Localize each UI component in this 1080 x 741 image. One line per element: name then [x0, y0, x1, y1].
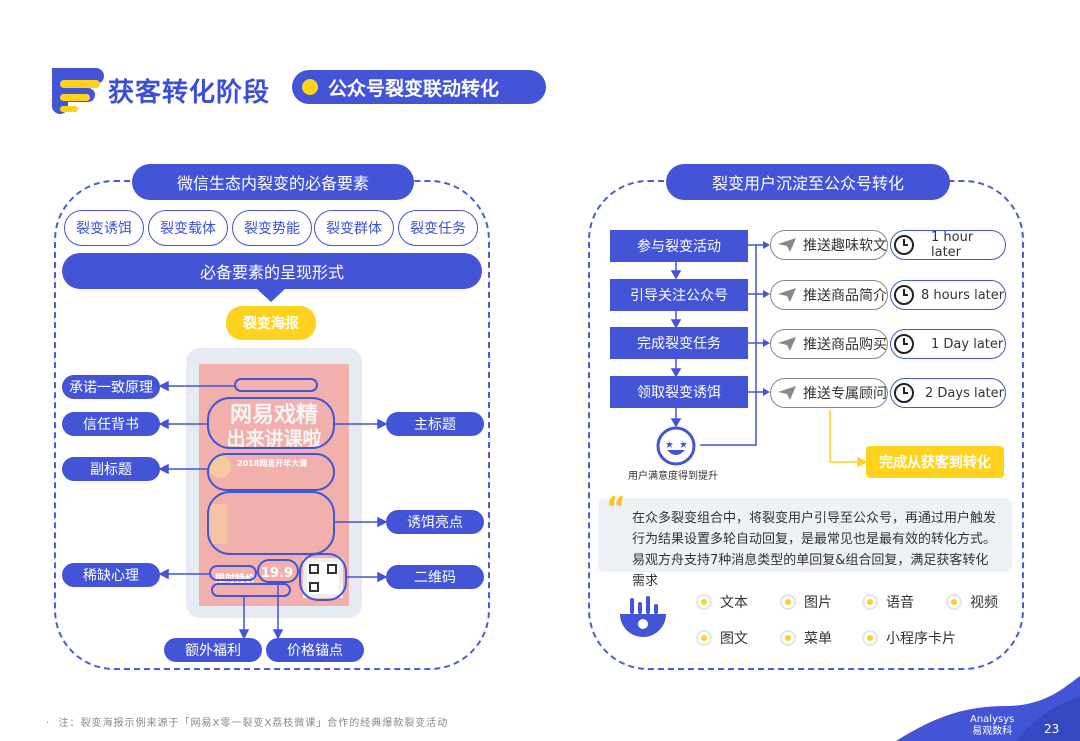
- bullet-dot-icon: [780, 630, 796, 646]
- page-subtitle: 公众号裂变联动转化: [328, 77, 500, 100]
- label-main-title: 主标题: [386, 412, 484, 436]
- quote-text: 在众多裂变组合中，将裂变用户引导至公众号，再通过用户触发行为结果设置多轮自动回复…: [632, 511, 997, 589]
- brand-logo: Analysys 易观数科: [970, 714, 1015, 737]
- label-bait-highlight: 诱饵亮点: [386, 510, 484, 534]
- left-panel-title: 微信生态内裂变的必备要素: [132, 164, 414, 200]
- presentation-title: 必备要素的呈现形式: [62, 253, 482, 289]
- bullet-dot-icon: [696, 594, 712, 610]
- satisfaction-text: 用户满意度得到提升: [628, 471, 718, 482]
- smiley-icon: [656, 426, 696, 466]
- label-qr-code: 二维码: [386, 565, 484, 589]
- poster-image: 网易戏精 出来讲课啦 2018网易开年大课 限时特价 19.9: [199, 364, 349, 606]
- clock-icon: [894, 334, 914, 354]
- corner-wave-decoration: [896, 676, 1080, 741]
- bullet-dot-icon: [862, 594, 878, 610]
- footnote: · 注：裂变海报示例来源于「网易X零一裂变X荔枝微课」合作的经典爆款裂变活动: [46, 718, 449, 729]
- result-label: 完成从获客到转化: [866, 446, 1004, 478]
- poster-headline-1: 网易戏精: [229, 403, 318, 428]
- label-commitment: 承诺一致原理: [62, 375, 160, 399]
- msg-type-video: 视频: [946, 592, 998, 612]
- brand-f-icon: [52, 68, 104, 114]
- page-title: 获客转化阶段: [108, 78, 271, 108]
- notify-fun-article: 推送趣味软文: [770, 230, 888, 260]
- page-number: 23: [1044, 722, 1060, 736]
- step-participate: 参与裂变活动: [610, 230, 748, 262]
- msg-type-rich: 图文: [696, 628, 748, 648]
- msg-type-text: 文本: [696, 592, 748, 612]
- notify-consultant: 推送专属顾问: [770, 378, 888, 408]
- label-price-anchor: 价格锚点: [266, 638, 364, 662]
- element-pill: 裂变群体: [314, 210, 394, 246]
- quote-mark-icon: “: [606, 491, 626, 526]
- msg-type-image: 图片: [780, 592, 832, 612]
- element-pill: 裂变任务: [398, 210, 478, 246]
- label-extra-benefit: 额外福利: [164, 638, 262, 662]
- step-complete-task: 完成裂变任务: [610, 327, 748, 359]
- label-scarcity: 稀缺心理: [62, 563, 160, 587]
- clock-icon: [894, 285, 914, 305]
- clock-icon: [894, 235, 914, 255]
- msg-type-miniprogram: 小程序卡片: [862, 628, 956, 648]
- label-subtitle: 副标题: [62, 457, 160, 481]
- element-pill: 裂变诱饵: [64, 210, 144, 246]
- step-follow: 引导关注公众号: [610, 279, 748, 311]
- paper-plane-icon: [778, 288, 796, 302]
- quote-box: “ 在众多裂变组合中，将裂变用户引导至公众号，再通过用户触发行为结果设置多轮自动…: [598, 491, 1012, 589]
- element-pill: 裂变载体: [148, 210, 228, 246]
- bullet-dot-icon: [862, 630, 878, 646]
- poster-radio-icon: [209, 456, 231, 478]
- poster-headline-2: 出来讲课啦: [226, 428, 322, 450]
- bullet-dot-icon: [946, 594, 962, 610]
- msg-type-voice: 语音: [862, 592, 914, 612]
- right-panel-title: 裂变用户沉淀至公众号转化: [666, 164, 950, 200]
- notify-product-intro: 推送商品简介: [770, 280, 888, 310]
- paper-plane-icon: [778, 238, 796, 252]
- time-2-days: 2 Days later: [890, 378, 1006, 408]
- step-claim-bait: 领取裂变诱饵: [610, 376, 748, 408]
- clock-icon: [894, 383, 914, 403]
- poster-price: 19.9: [261, 566, 294, 581]
- msg-type-menu: 菜单: [780, 628, 832, 648]
- poster-illustration: [209, 504, 227, 544]
- paper-plane-icon: [778, 337, 796, 351]
- bullet-dot-icon: [696, 630, 712, 646]
- down-triangle-icon: [256, 288, 286, 302]
- subtitle-pill: 公众号裂变联动转化: [292, 70, 546, 104]
- yellow-dot-icon: [302, 79, 318, 95]
- time-8-hours: 8 hours later: [890, 280, 1006, 310]
- qr-code-icon: [303, 558, 343, 598]
- time-1-hour: 1 hour later: [890, 230, 1006, 260]
- poster-sub: 2018网易开年大课: [237, 459, 308, 468]
- bullet-dot-icon: [780, 594, 796, 610]
- element-pill: 裂变势能: [232, 210, 312, 246]
- footnote-bullet: ·: [46, 718, 59, 729]
- message-bowl-icon: [620, 596, 666, 637]
- label-trust: 信任背书: [62, 412, 160, 436]
- time-1-day: 1 Day later: [890, 329, 1006, 359]
- poster-label: 裂变海报: [226, 306, 316, 340]
- paper-plane-icon: [778, 386, 796, 400]
- notify-product-purchase: 推送商品购买: [770, 329, 888, 359]
